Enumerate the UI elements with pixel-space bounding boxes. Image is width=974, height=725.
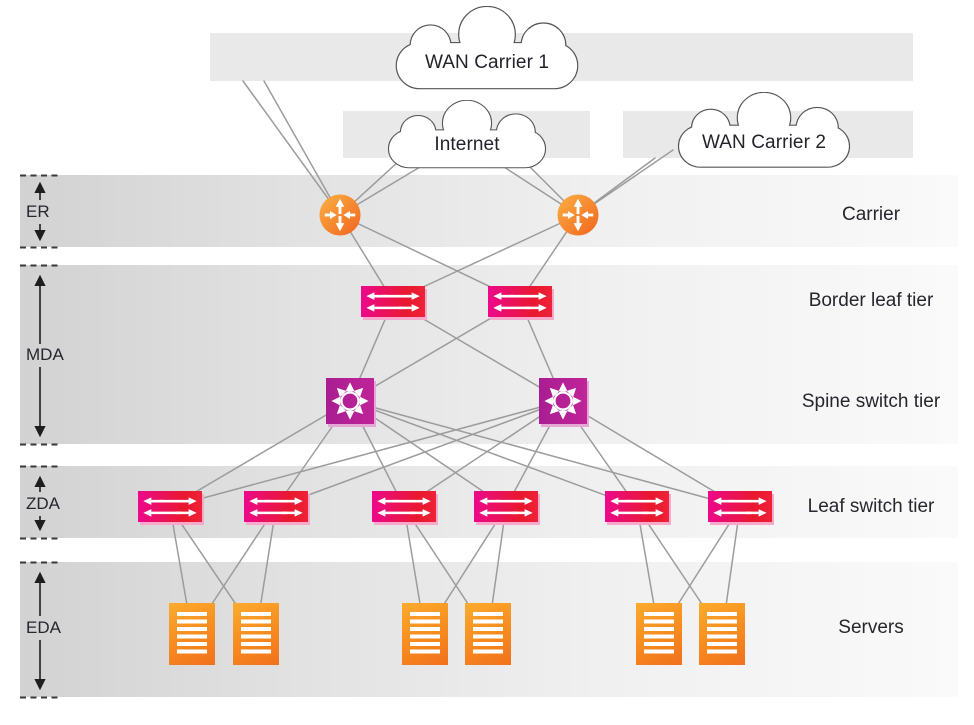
switch-icon <box>610 497 664 517</box>
router-icon <box>557 194 599 236</box>
server-icon <box>644 612 674 654</box>
server-3 <box>402 603 448 665</box>
server-icon <box>177 612 207 654</box>
tier-label-leaf: Leaf switch tier <box>807 496 935 517</box>
leaf-switch-1 <box>138 491 202 522</box>
spine-hub-icon <box>326 378 374 424</box>
tier-label-spine: Spine switch tier <box>801 391 941 412</box>
zone-label-mda: MDA <box>26 345 64 364</box>
cloud-icon <box>395 6 579 90</box>
tier-label-carrier: Carrier <box>841 204 901 225</box>
switch-icon <box>479 497 533 517</box>
switch-icon <box>143 497 197 517</box>
server-icon <box>241 612 271 654</box>
leaf-switch-5 <box>605 491 669 522</box>
switch-icon <box>249 497 303 517</box>
leaf-switch-6 <box>708 491 772 522</box>
spine-to-leaf-links <box>169 400 741 508</box>
switch-icon <box>713 497 767 517</box>
cloud-label: WAN Carrier 1 <box>424 52 550 73</box>
cloud-wan-carrier-2: WAN Carrier 2 <box>666 92 862 172</box>
leaf-switch-2 <box>244 491 308 522</box>
spine-switch-1 <box>326 378 374 424</box>
server-icon <box>410 612 440 654</box>
cloud-wan-carrier-1: WAN Carrier 1 <box>383 6 591 94</box>
cloud-label: WAN Carrier 2 <box>701 132 827 153</box>
server-6 <box>699 603 745 665</box>
carrier-router-2 <box>557 194 599 236</box>
server-2 <box>233 603 279 665</box>
border-leaf-switch-2 <box>488 286 552 317</box>
leaf-switch-4 <box>474 491 538 522</box>
server-icon <box>473 612 503 654</box>
cloud-label: Internet <box>434 134 500 155</box>
cloud-icon <box>387 100 547 169</box>
border-leaf-switch-1 <box>361 286 425 317</box>
spine-switch-2 <box>539 378 587 424</box>
zone-boundary-dashes <box>20 174 58 699</box>
server-1 <box>169 603 215 665</box>
cloud-internet: Internet <box>377 100 557 172</box>
router-icon <box>319 194 361 236</box>
zone-label-er: ER <box>26 202 50 221</box>
server-4 <box>465 603 511 665</box>
er-zone-band <box>20 175 958 247</box>
tier-label-servers: Servers <box>838 617 904 638</box>
switch-icon <box>377 497 431 517</box>
server-5 <box>636 603 682 665</box>
tier-label-border-leaf: Border leaf tier <box>808 290 934 311</box>
cloud-icon <box>677 92 851 168</box>
spine-hub-icon <box>539 378 587 424</box>
carrier-router-1 <box>319 194 361 236</box>
zone-label-zda: ZDA <box>26 494 60 513</box>
zone-label-eda: EDA <box>26 618 61 637</box>
leaf-switch-3 <box>372 491 436 522</box>
switch-icon <box>366 292 420 312</box>
server-icon <box>707 612 737 654</box>
switch-icon <box>493 292 547 312</box>
